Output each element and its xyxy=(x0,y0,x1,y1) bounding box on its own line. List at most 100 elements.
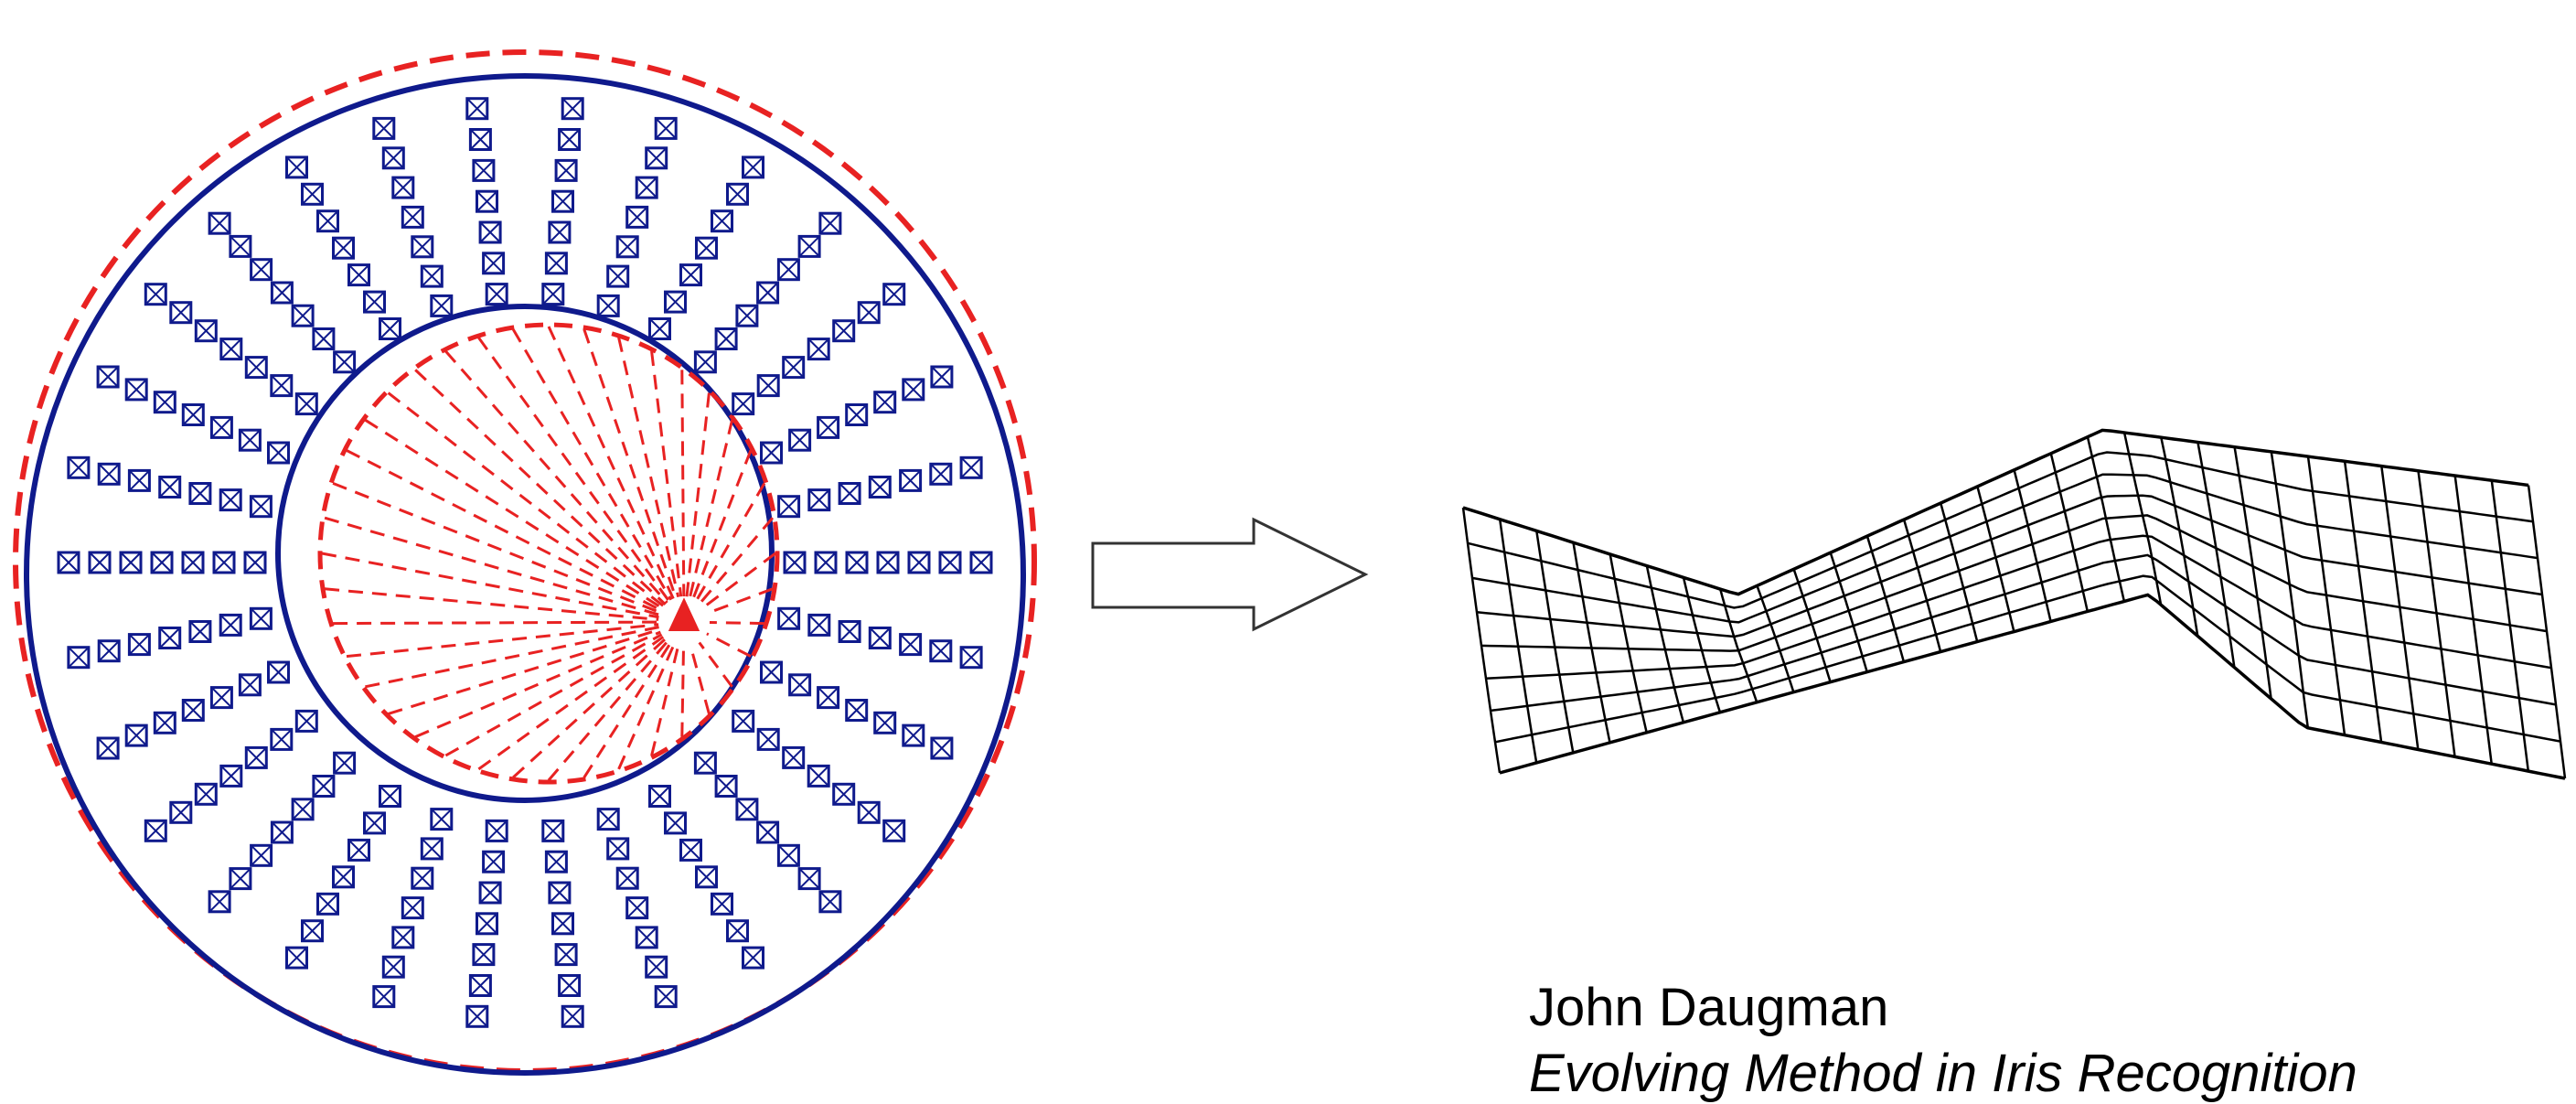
sample-marker xyxy=(316,209,339,233)
sample-marker xyxy=(664,290,687,314)
sample-marker xyxy=(188,620,212,643)
sample-marker xyxy=(544,252,568,275)
sample-marker xyxy=(797,867,821,891)
sample-marker xyxy=(188,482,212,505)
sample-marker xyxy=(902,378,925,402)
sample-marker xyxy=(714,327,738,350)
sample-marker xyxy=(291,304,315,327)
sample-marker xyxy=(845,403,869,426)
sample-marker xyxy=(219,338,243,361)
sample-marker xyxy=(648,785,671,808)
pupil-ray xyxy=(583,642,672,778)
sample-marker xyxy=(551,189,574,213)
sample-marker xyxy=(554,158,578,182)
sample-marker xyxy=(899,633,923,657)
sample-marker xyxy=(381,955,405,979)
sample-marker xyxy=(270,727,294,751)
sample-marker xyxy=(316,892,339,916)
sample-marker xyxy=(606,264,630,288)
grid-row-line xyxy=(1471,473,2539,624)
grid-row-line xyxy=(1490,553,2557,713)
sample-marker xyxy=(127,468,151,492)
sample-marker xyxy=(476,189,498,213)
iris-polar-sampling xyxy=(13,49,1037,1076)
sample-marker xyxy=(96,736,120,760)
sample-marker xyxy=(756,374,780,398)
sample-marker xyxy=(838,482,861,505)
sample-marker xyxy=(270,820,294,844)
pupil-ray xyxy=(364,418,664,610)
sample-marker xyxy=(902,723,925,747)
sample-marker xyxy=(391,176,415,199)
sample-marker xyxy=(714,775,738,798)
pupil-ray xyxy=(512,638,667,779)
pupil-ray xyxy=(707,587,774,615)
sample-marker xyxy=(679,263,702,287)
sample-marker xyxy=(742,155,764,179)
grid-row-line xyxy=(1462,428,2529,596)
sample-marker xyxy=(782,745,806,769)
sample-marker xyxy=(899,468,923,492)
sample-marker xyxy=(67,646,91,670)
sample-marker xyxy=(558,974,582,997)
sample-marker xyxy=(807,488,831,512)
outer-limbus-dashed-circle xyxy=(13,49,1037,1074)
sample-marker xyxy=(347,263,370,287)
sample-marker xyxy=(333,751,357,775)
sample-marker xyxy=(212,551,236,574)
sample-marker xyxy=(291,798,315,821)
sample-marker xyxy=(238,673,262,697)
pupil-ray xyxy=(680,370,686,597)
grid-column-line xyxy=(1829,552,1868,673)
sample-marker xyxy=(882,283,906,306)
sample-marker xyxy=(873,711,897,734)
sample-marker xyxy=(219,764,243,788)
sample-marker xyxy=(472,158,496,182)
sample-marker xyxy=(301,182,324,206)
sample-marker xyxy=(482,252,506,275)
sample-marker xyxy=(930,736,954,760)
sample-marker xyxy=(635,926,658,949)
grid-column-line xyxy=(2527,485,2567,779)
sample-marker xyxy=(267,660,290,684)
sample-marker xyxy=(312,775,336,798)
sample-marker xyxy=(693,751,717,775)
sample-marker xyxy=(372,985,396,1009)
sample-marker xyxy=(57,551,80,574)
pupil-boundary xyxy=(275,304,775,803)
sample-marker xyxy=(144,283,167,306)
sample-marker xyxy=(807,338,830,361)
sample-marker xyxy=(285,946,308,970)
sample-marker xyxy=(777,606,801,630)
sample-marker xyxy=(363,811,386,835)
unwrapped-iris-grid xyxy=(1461,428,2567,780)
sample-marker xyxy=(726,919,749,943)
grid-row-line xyxy=(1467,451,2534,609)
sample-marker xyxy=(250,843,273,867)
sample-marker xyxy=(468,128,492,151)
sample-marker xyxy=(472,943,496,967)
sample-marker xyxy=(181,699,205,722)
sample-marker xyxy=(144,819,167,842)
sample-marker xyxy=(596,808,620,831)
sample-marker xyxy=(401,205,424,229)
sample-marker xyxy=(411,235,434,259)
sample-marker xyxy=(150,551,174,574)
sample-marker xyxy=(838,620,861,643)
sample-marker xyxy=(760,660,783,684)
sample-marker xyxy=(332,865,355,889)
sample-marker xyxy=(654,116,678,140)
sample-marker xyxy=(153,391,176,414)
sample-marker xyxy=(548,220,572,244)
sample-marker xyxy=(420,264,444,288)
sample-marker xyxy=(625,896,649,920)
pupil-rays xyxy=(321,326,776,781)
sample-marker xyxy=(209,415,233,439)
sample-marker xyxy=(742,946,764,970)
sample-marker xyxy=(857,301,881,325)
grid-row-line xyxy=(1499,593,2566,780)
sample-marker xyxy=(476,912,498,936)
sample-marker xyxy=(726,182,749,206)
pupil-ray xyxy=(698,641,733,688)
